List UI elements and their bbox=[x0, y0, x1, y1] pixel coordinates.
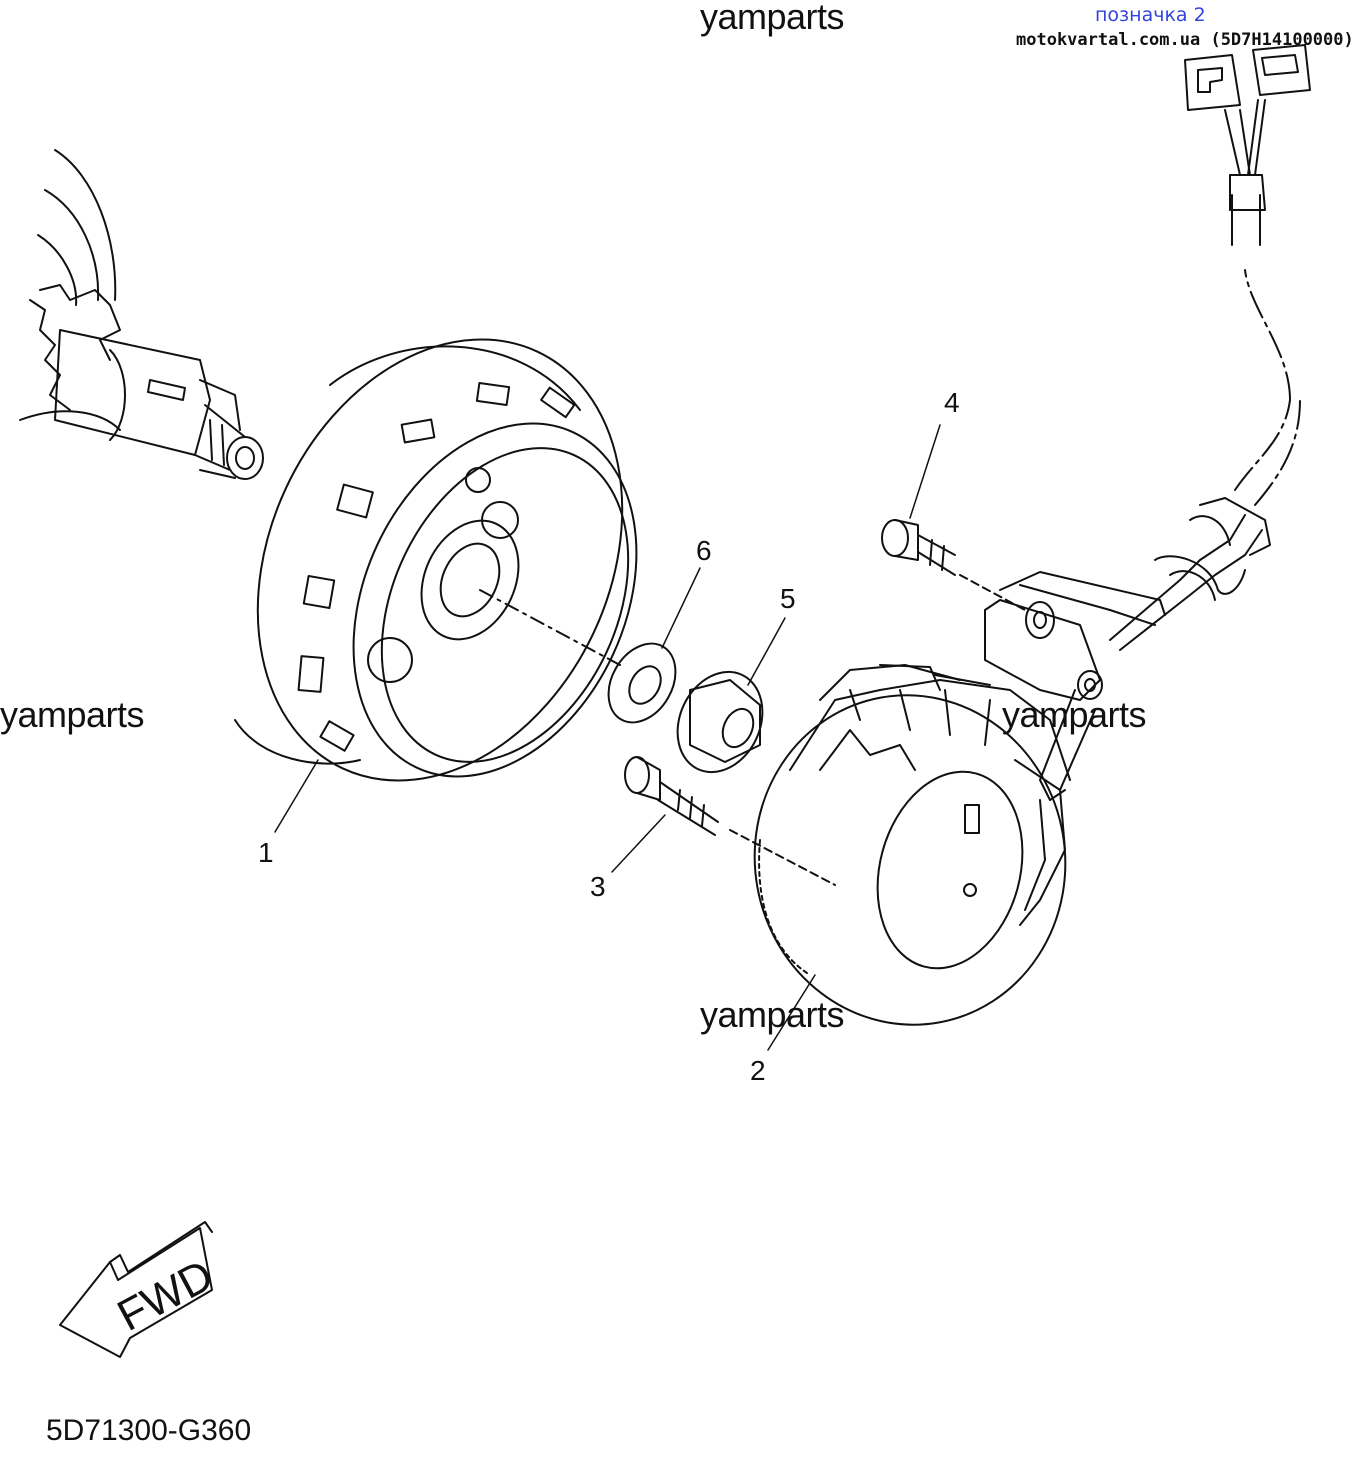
site-label: motokvartal.com.ua (5D7H14100000) bbox=[1016, 30, 1354, 50]
watermark-top: yamparts bbox=[700, 0, 845, 37]
bolt-stator bbox=[624, 756, 719, 836]
callout-2: 2 bbox=[750, 1055, 766, 1086]
callout-4: 4 bbox=[944, 387, 960, 418]
callout-1: 1 bbox=[258, 837, 274, 868]
watermark-left: yamparts bbox=[0, 694, 145, 735]
bolt-4-dash-line bbox=[959, 574, 1026, 611]
bolt-3-dash-line bbox=[729, 829, 836, 886]
flywheel-rotor bbox=[234, 338, 638, 782]
flange-nut bbox=[676, 670, 764, 774]
crank-axis-line bbox=[479, 589, 621, 666]
crankshaft bbox=[19, 149, 264, 480]
wire-harness bbox=[1109, 44, 1311, 651]
diagram-code: 5D71300-G360 bbox=[46, 1414, 252, 1447]
callout-5: 5 bbox=[780, 583, 796, 614]
bolt-pickup bbox=[881, 519, 956, 576]
stator-assembly bbox=[753, 664, 1071, 1026]
fwd-label: FWD bbox=[110, 1251, 221, 1341]
callout-6: 6 bbox=[696, 535, 712, 566]
leader-lines bbox=[274, 424, 941, 1051]
watermark-bottom: yamparts bbox=[700, 994, 845, 1035]
forward-direction-arrow: FWD bbox=[59, 1221, 221, 1358]
callout-3: 3 bbox=[590, 871, 606, 902]
pickup-coil bbox=[984, 571, 1166, 801]
watermark-right: yamparts bbox=[1002, 694, 1147, 735]
ref-link[interactable]: позначка 2 bbox=[1095, 4, 1206, 26]
